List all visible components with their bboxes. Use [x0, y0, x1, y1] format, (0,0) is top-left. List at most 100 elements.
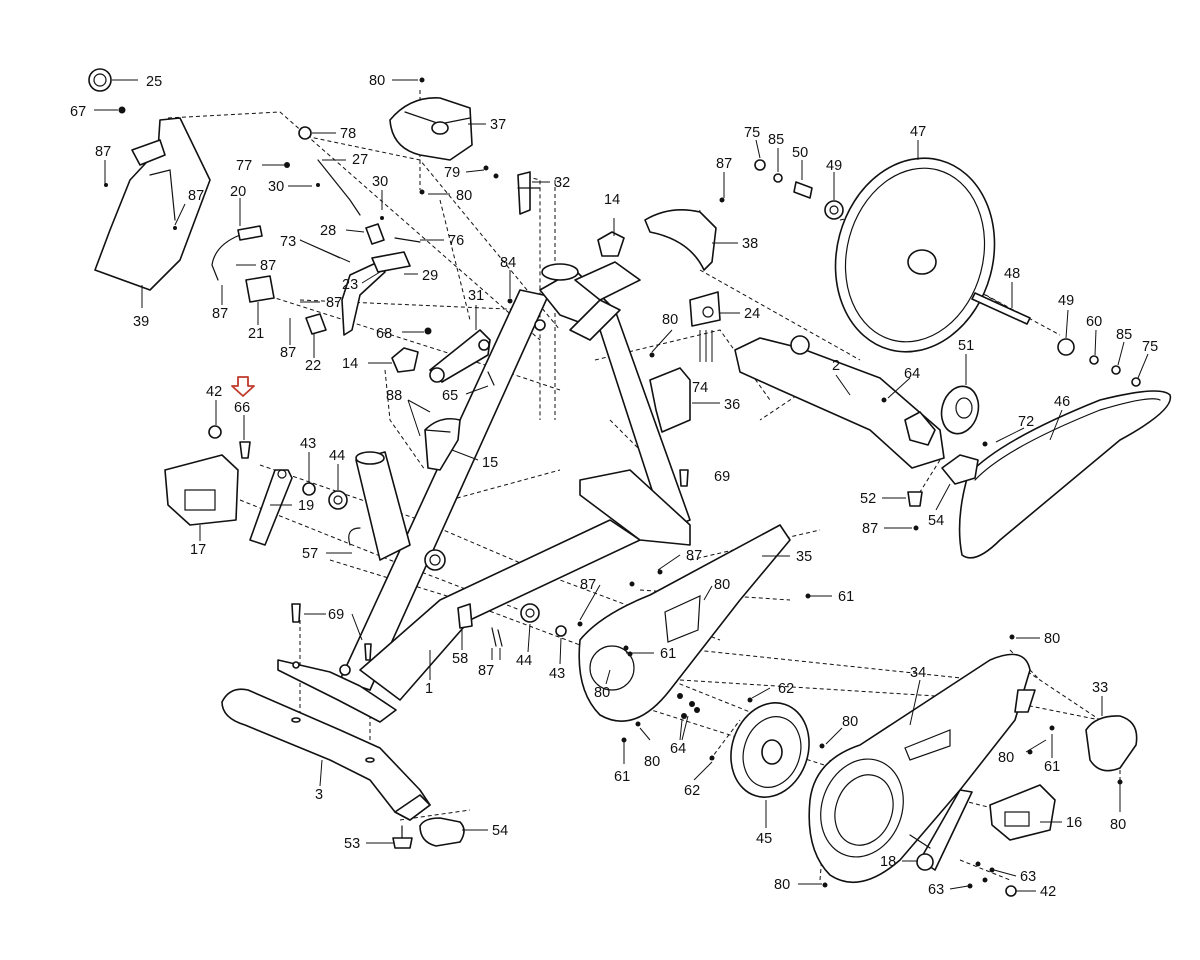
- label-51: 51: [958, 338, 974, 354]
- small-parts-right: [967, 861, 1017, 897]
- screws: [419, 77, 1123, 888]
- part-labels: 25 67 87 87 39 80 37 79 80 32 78 27 77 3…: [70, 73, 1158, 900]
- knob-14-left: [391, 347, 419, 373]
- label-38: 38: [742, 236, 758, 252]
- label-68: 68: [376, 326, 392, 342]
- front-shroud: [88, 68, 211, 291]
- label-14: 14: [604, 192, 620, 208]
- label-60: 60: [1086, 314, 1102, 330]
- label-23: 23: [342, 277, 358, 293]
- pedal-17: [164, 454, 239, 526]
- label-30: 30: [268, 179, 284, 195]
- upper-cover: [389, 97, 473, 161]
- label-54: 54: [492, 823, 508, 839]
- label-43: 43: [549, 666, 565, 682]
- label-53: 53: [344, 836, 360, 852]
- label-47: 47: [910, 124, 926, 140]
- label-80: 80: [594, 685, 610, 701]
- label-50: 50: [792, 145, 808, 161]
- label-80: 80: [369, 73, 385, 89]
- label-15: 15: [482, 455, 498, 471]
- label-29: 29: [422, 268, 438, 284]
- down-arrow-icon: [231, 376, 255, 397]
- bracket-36: [649, 367, 691, 433]
- label-76: 76: [448, 233, 464, 249]
- label-36: 36: [724, 397, 740, 413]
- cover-38: [644, 209, 717, 271]
- label-17: 17: [190, 542, 206, 558]
- label-43: 43: [300, 436, 316, 452]
- leveling-foot-52: [907, 491, 923, 507]
- label-54: 54: [928, 513, 944, 529]
- label-52: 52: [860, 491, 876, 507]
- label-64: 64: [904, 366, 920, 382]
- main-frame: [277, 261, 691, 723]
- label-1: 1: [425, 681, 433, 697]
- label-75: 75: [744, 125, 760, 141]
- label-80: 80: [1110, 817, 1126, 833]
- label-85: 85: [768, 132, 784, 148]
- label-3: 3: [315, 787, 323, 803]
- label-87: 87: [212, 306, 228, 322]
- label-61: 61: [614, 769, 630, 785]
- label-87: 87: [260, 258, 276, 274]
- label-80: 80: [774, 877, 790, 893]
- label-57: 57: [302, 546, 318, 562]
- label-39: 39: [133, 314, 149, 330]
- label-61: 61: [838, 589, 854, 605]
- label-64: 64: [670, 741, 686, 757]
- bolts-69: [291, 469, 689, 661]
- label-25: 25: [146, 74, 162, 90]
- label-48: 48: [1004, 266, 1020, 282]
- label-45: 45: [756, 831, 772, 847]
- bracket-24: [689, 291, 721, 327]
- label-80: 80: [456, 188, 472, 204]
- label-61: 61: [1044, 759, 1060, 775]
- label-27: 27: [352, 152, 368, 168]
- outer-chainguard: [808, 653, 1036, 883]
- label-42: 42: [1040, 884, 1056, 900]
- label-30: 30: [372, 174, 388, 190]
- label-20: 20: [230, 184, 246, 200]
- endcap-54-right: [941, 454, 979, 485]
- label-19: 19: [298, 498, 314, 514]
- label-80: 80: [644, 754, 660, 770]
- label-44: 44: [516, 653, 532, 669]
- label-80: 80: [998, 750, 1014, 766]
- label-72: 72: [1018, 414, 1034, 430]
- label-87: 87: [716, 156, 732, 172]
- axle-parts-left: [754, 159, 844, 220]
- drive-pulley: [730, 702, 810, 798]
- leader-lines: [94, 79, 1149, 892]
- label-42: 42: [206, 384, 222, 400]
- label-69: 69: [328, 607, 344, 623]
- label-66: 66: [234, 400, 250, 416]
- label-63: 63: [928, 882, 944, 898]
- label-37: 37: [490, 117, 506, 133]
- label-80: 80: [1044, 631, 1060, 647]
- bracket-32: [517, 171, 541, 215]
- label-87: 87: [326, 295, 342, 311]
- knob-14-right: [597, 231, 625, 257]
- label-16: 16: [1066, 815, 1082, 831]
- label-28: 28: [320, 223, 336, 239]
- endcap-33: [1085, 715, 1138, 772]
- label-62: 62: [684, 783, 700, 799]
- label-31: 31: [468, 288, 484, 304]
- label-87: 87: [188, 188, 204, 204]
- label-49: 49: [826, 158, 842, 174]
- axle-48: [971, 292, 1141, 387]
- label-49: 49: [1058, 293, 1074, 309]
- label-58: 58: [452, 651, 468, 667]
- label-18: 18: [880, 854, 896, 870]
- label-78: 78: [340, 126, 356, 142]
- crank-arm-18: [909, 789, 973, 871]
- label-32: 32: [554, 175, 570, 191]
- label-69: 69: [714, 469, 730, 485]
- label-85: 85: [1116, 327, 1132, 343]
- label-34: 34: [910, 665, 926, 681]
- bolts-64: [677, 693, 700, 719]
- rear-stabilizer: [221, 688, 431, 821]
- label-63: 63: [1020, 869, 1036, 885]
